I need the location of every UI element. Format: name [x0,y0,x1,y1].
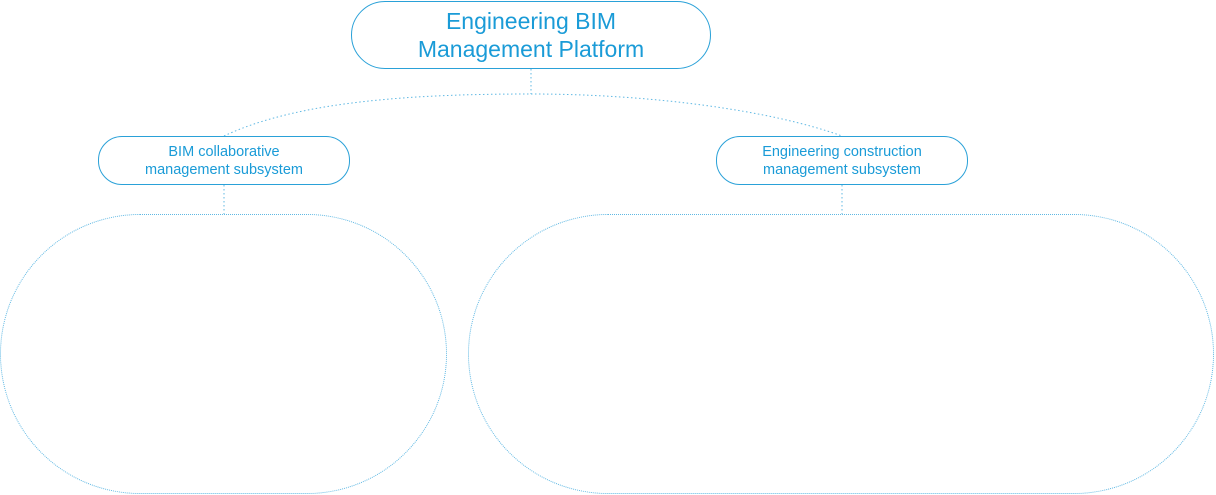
root-node-label-line2: Management Platform [417,36,645,62]
root-node-label-line1: Engineering BIM [445,8,617,34]
root-node: Engineering BIM Management Platform [351,1,711,69]
engineering-construction-label-line2: management subsystem [763,161,921,178]
bim-collaborative-node: BIM collaborative management subsystem [98,136,350,185]
branch-arc-line [223,93,843,137]
bim-collaborative-label-line2: management subsystem [145,161,303,178]
engineering-construction-group-container [468,214,1214,494]
engineering-construction-label-line1: Engineering construction [762,143,922,160]
bim-collaborative-group-container [0,214,447,494]
engineering-construction-node: Engineering construction management subs… [716,136,968,185]
bim-collaborative-label-line1: BIM collaborative [168,143,280,160]
